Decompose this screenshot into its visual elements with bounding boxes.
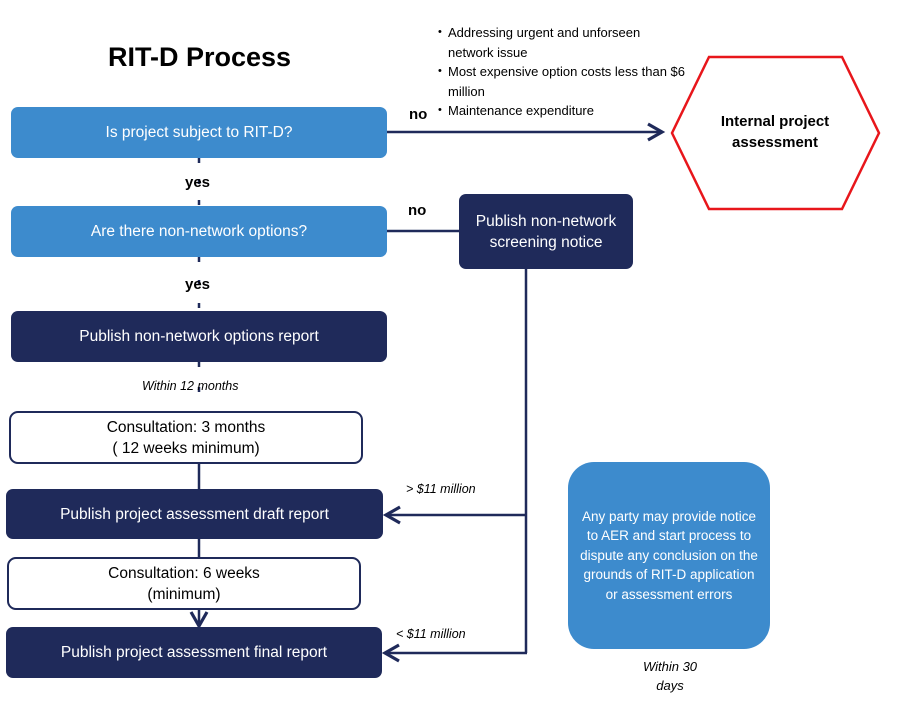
consultation-3-months-line2: ( 12 weeks minimum) [112, 439, 260, 457]
internal-assessment-hexagon [670, 55, 881, 211]
yes-label: yes [185, 276, 211, 293]
final-report-node: Publish project assessment final report [6, 627, 382, 678]
internal-assessment-label: Internal project assessment [720, 113, 830, 151]
draft-report-node: Publish project assessment draft report [6, 489, 383, 539]
under-11m-label: < $11 million [396, 627, 466, 641]
exemption-item: Addressing urgent and unforseen network … [438, 23, 688, 62]
exemption-item: Maintenance expenditure [438, 101, 688, 121]
options-report-node: Publish non-network options report [11, 311, 387, 362]
within-30-days-label: Within 30 days [642, 659, 698, 693]
subject-question-node: Is project subject to RIT-D? [11, 107, 387, 158]
dispute-node: Any party may provide notice to AER and … [568, 462, 770, 649]
no-label: no [409, 106, 428, 123]
consultation-3-months-line1: Consultation: 3 months [106, 418, 266, 436]
consultation-3-months-node: Consultation: 3 months ( 12 weeks minimu… [9, 411, 363, 464]
page-title: RIT-D Process [108, 42, 292, 72]
exemption-item: Most expensive option costs less than $6… [438, 62, 688, 101]
within-12-months-label: Within 12 months [142, 379, 239, 393]
no-label: no [408, 202, 427, 219]
consultation-6-weeks-line2: (minimum) [147, 585, 221, 603]
non-network-question-node: Are there non-network options? [11, 206, 387, 257]
yes-label: yes [185, 174, 211, 191]
screening-notice-node: Publish non-network screening notice [459, 194, 633, 269]
exemption-list: Addressing urgent and unforseen network … [438, 23, 688, 121]
over-11m-label: > $11 million [406, 482, 476, 496]
consultation-6-weeks-node: Consultation: 6 weeks (minimum) [7, 557, 361, 610]
consultation-6-weeks-line1: Consultation: 6 weeks [108, 564, 260, 582]
